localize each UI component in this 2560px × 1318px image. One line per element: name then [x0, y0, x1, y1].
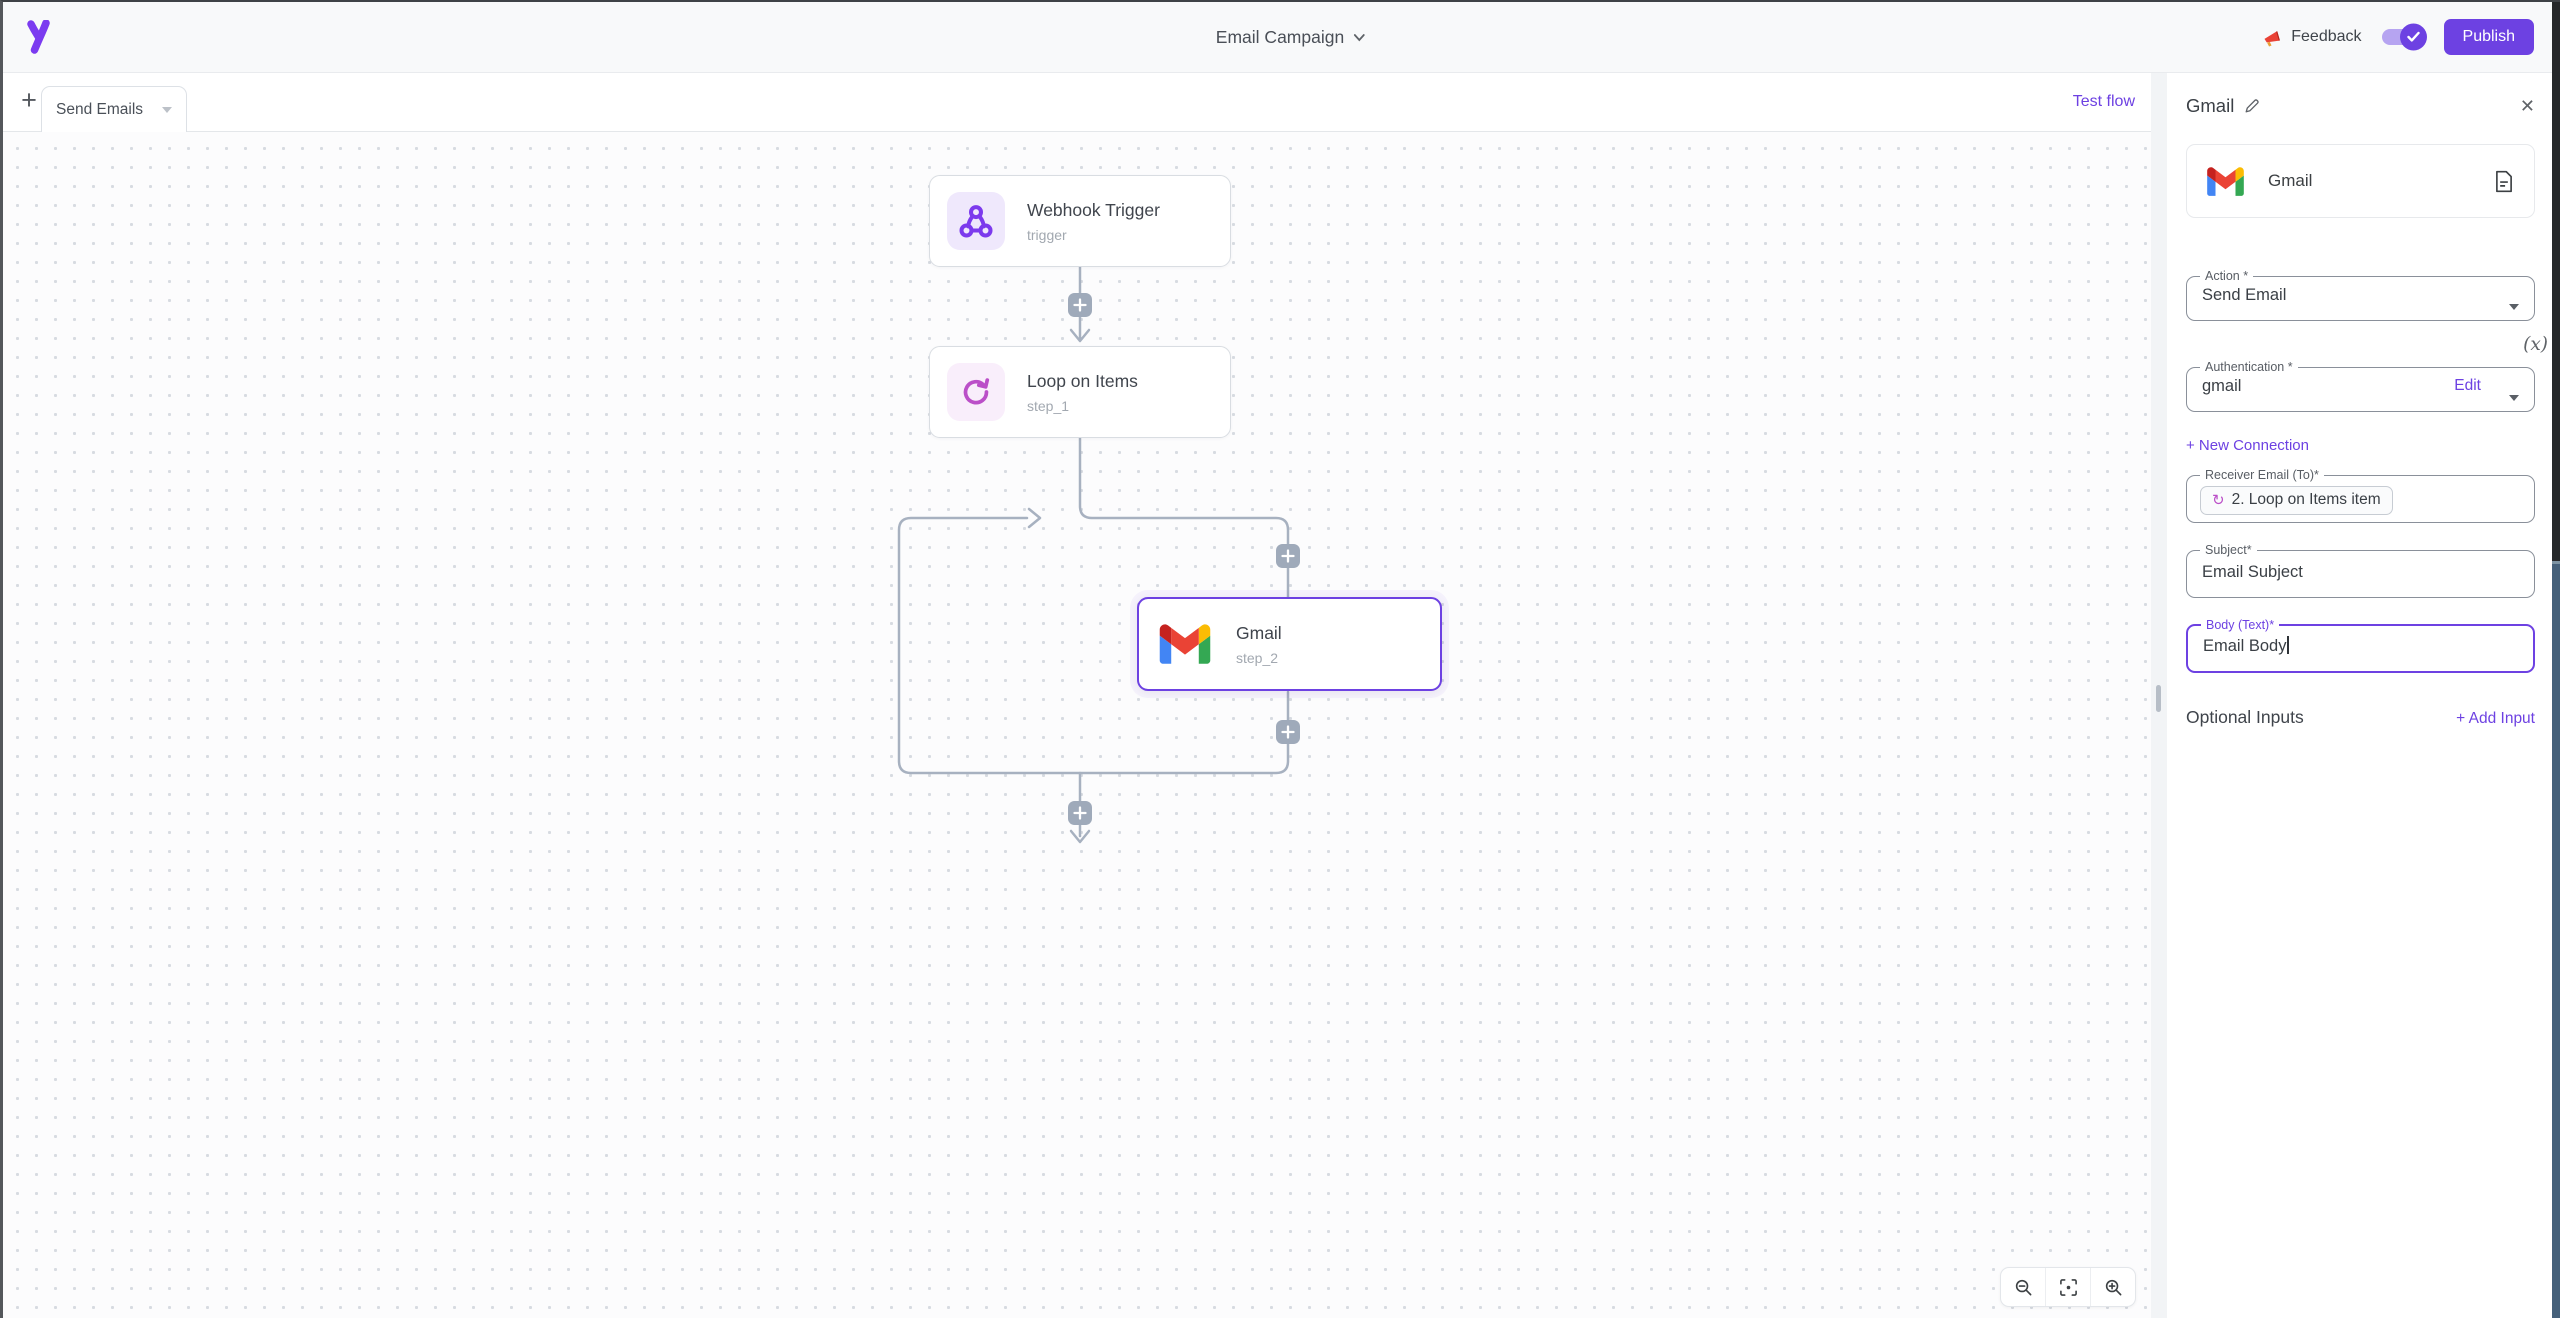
authentication-label: Authentication * — [2205, 360, 2293, 374]
gmail-icon — [1156, 615, 1214, 673]
pencil-icon — [2245, 99, 2259, 113]
node-loop-on-items[interactable]: Loop on Items step_1 — [929, 346, 1231, 438]
node-title: Webhook Trigger — [1027, 199, 1160, 220]
node-title: Gmail — [1236, 622, 1282, 643]
webhook-icon — [947, 192, 1005, 250]
window-scrollbar[interactable] — [2552, 2, 2560, 1318]
add-step-button[interactable] — [1068, 293, 1092, 317]
arrow-right-icon — [1027, 507, 1042, 529]
add-step-button[interactable] — [1276, 544, 1300, 568]
node-gmail[interactable]: Gmail step_2 — [1137, 597, 1442, 691]
zoom-out-button[interactable] — [2001, 1268, 2046, 1306]
node-webhook-trigger[interactable]: Webhook Trigger trigger — [929, 175, 1231, 267]
action-label: Action * — [2205, 269, 2249, 283]
loop-icon — [947, 363, 1005, 421]
body-text-label: Body (Text)* — [2206, 618, 2275, 632]
panel-resize-handle[interactable] — [2156, 685, 2161, 712]
arrow-down-icon — [1069, 328, 1091, 343]
flow-tab-label: Send Emails — [56, 100, 144, 118]
flow-builder-area: + Send Emails Test flow — [3, 73, 2151, 1318]
action-select[interactable]: Action * Send Email — [2186, 270, 2535, 321]
edge-loop-to-child — [1078, 428, 1290, 600]
gmail-icon — [2207, 166, 2244, 196]
app-logo-icon[interactable] — [25, 20, 57, 54]
fit-view-icon — [2059, 1278, 2077, 1296]
loop-icon: ↻ — [2212, 491, 2225, 509]
dropdown-caret-icon[interactable] — [2509, 303, 2519, 310]
piece-docs-button[interactable] — [2494, 170, 2514, 193]
scrollbar-thumb[interactable] — [2552, 561, 2560, 1318]
subject-field[interactable]: Subject* Email Subject — [2186, 544, 2535, 598]
feedback-label: Feedback — [2291, 28, 2362, 45]
top-header: Email Campaign Feedback Publish — [3, 2, 2552, 73]
flow-edges — [897, 264, 1300, 844]
close-panel-button[interactable]: ✕ — [2519, 96, 2535, 116]
receiver-email-label: Receiver Email (To)* — [2205, 468, 2319, 482]
arrow-down-icon — [1069, 829, 1091, 844]
flow-tab-strip: + Send Emails Test flow — [3, 73, 2151, 132]
optional-inputs-label: Optional Inputs — [2186, 707, 2304, 727]
piece-info-card: Gmail — [2186, 144, 2535, 218]
flow-tab-caret-icon[interactable] — [162, 106, 172, 113]
new-connection-button[interactable]: + New Connection — [2186, 437, 2309, 454]
flow-canvas[interactable]: Webhook Trigger trigger Loop on Items st… — [3, 132, 2151, 1318]
canvas-zoom-controls — [2000, 1267, 2136, 1307]
publish-button[interactable]: Publish — [2443, 19, 2534, 55]
step-settings-panel: Gmail ✕ Gmail A — [2167, 73, 2555, 1318]
flow-title-dropdown[interactable]: Email Campaign — [1216, 27, 1366, 48]
variable-chip[interactable]: ↻ 2. Loop on Items item — [2200, 485, 2393, 515]
variable-chip-label: 2. Loop on Items item — [2231, 490, 2381, 508]
zoom-in-button[interactable] — [2091, 1268, 2135, 1306]
node-step-name: trigger — [1027, 226, 1067, 243]
add-flow-button[interactable]: + — [21, 85, 37, 115]
edit-connection-button[interactable]: Edit — [2454, 377, 2481, 394]
flow-title-text: Email Campaign — [1215, 26, 1345, 47]
node-title: Loop on Items — [1027, 370, 1138, 391]
flow-tab[interactable]: Send Emails — [41, 86, 187, 132]
fit-view-button[interactable] — [2046, 1268, 2091, 1306]
zoom-out-icon — [2015, 1279, 2031, 1295]
action-value: Send Email — [2202, 285, 2287, 304]
subject-value: Email Subject — [2202, 562, 2303, 581]
receiver-email-field[interactable]: Receiver Email (To)* ↻ 2. Loop on Items … — [2186, 469, 2535, 523]
subject-label: Subject* — [2205, 543, 2252, 557]
dropdown-caret-icon[interactable] — [2509, 394, 2519, 401]
add-input-button[interactable]: + Add Input — [2456, 710, 2535, 727]
add-step-button[interactable] — [1068, 801, 1092, 825]
flow-enabled-toggle[interactable] — [2381, 23, 2427, 51]
node-step-name: step_2 — [1236, 649, 1279, 666]
panel-resize-gutter[interactable] — [2151, 73, 2167, 1318]
add-step-button[interactable] — [1276, 720, 1300, 744]
zoom-in-icon — [2105, 1279, 2121, 1295]
panel-title: Gmail — [2186, 95, 2235, 116]
body-text-value: Email Body — [2203, 636, 2287, 655]
piece-name: Gmail — [2268, 171, 2313, 190]
toggle-thumb-check-icon — [2399, 23, 2427, 51]
test-flow-button[interactable]: Test flow — [2072, 93, 2135, 110]
insert-variable-icon[interactable]: (x) — [2523, 334, 2548, 355]
text-cursor — [2287, 635, 2289, 654]
feedback-button[interactable]: Feedback — [2261, 27, 2362, 48]
authentication-select[interactable]: Authentication * gmail Edit — [2186, 361, 2535, 412]
document-icon — [2496, 170, 2512, 192]
rename-step-button[interactable] — [2244, 98, 2260, 114]
chevron-down-icon — [1354, 33, 1366, 41]
edge-loop-return — [897, 516, 1290, 775]
authentication-value: gmail — [2202, 376, 2242, 395]
megaphone-icon — [2264, 30, 2281, 47]
node-step-name: step_1 — [1027, 397, 1070, 414]
body-text-field[interactable]: Body (Text)* Email Body — [2186, 619, 2535, 673]
